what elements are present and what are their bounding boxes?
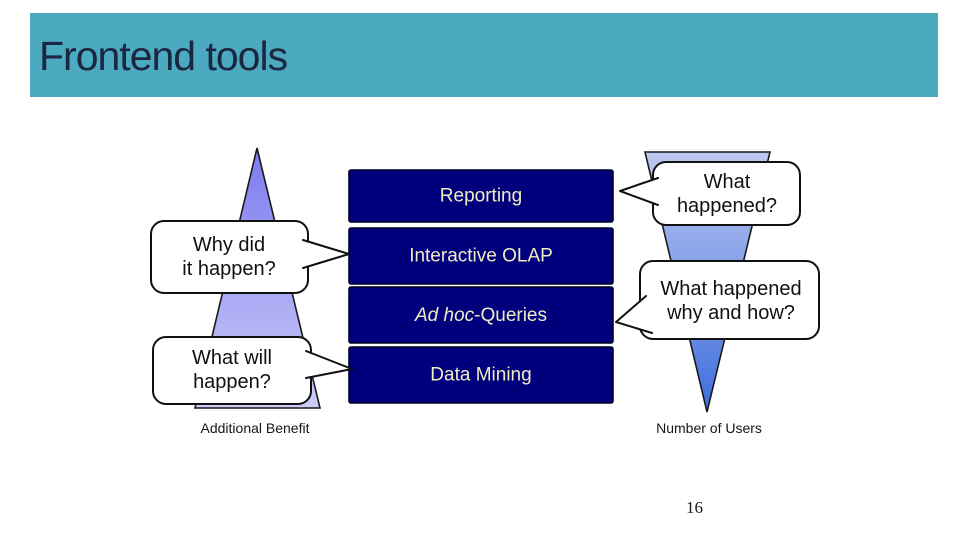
box-data-mining (348, 346, 614, 404)
box-reporting (348, 169, 614, 223)
callout-what-will-happen-line2: happen? (193, 371, 271, 393)
box-adhoc-queries-label: Ad hoc-Queries (414, 305, 547, 326)
slide-title: Frontend tools (39, 33, 288, 79)
callout-what-happened-line2: happened? (677, 195, 777, 217)
callout-what-happened: What happened? (619, 161, 801, 226)
box-adhoc-queries (348, 286, 614, 344)
box-adhoc-italic-part: Ad hoc (414, 305, 475, 326)
title-bar: Frontend tools (30, 13, 938, 97)
callout-what-happened-why-how-line2: why and how? (666, 302, 795, 324)
box-reporting-label: Reporting (440, 186, 522, 207)
callout-what-will-happen: What will happen? (152, 336, 353, 405)
axis-label-additional-benefit: Additional Benefit (201, 420, 310, 436)
callout-what-happened-why-how: What happened why and how? (615, 260, 820, 340)
callout-what-will-happen-line1: What will (192, 347, 272, 369)
callout-what-happened-line1: What (704, 171, 751, 193)
callout-why-did-it-happen-line2: it happen? (182, 258, 275, 280)
box-adhoc-rest-part: -Queries (474, 305, 547, 326)
axis-label-number-of-users: Number of Users (656, 420, 762, 436)
box-interactive-olap (348, 227, 614, 285)
box-interactive-olap-label: Interactive OLAP (409, 246, 553, 267)
callout-why-did-it-happen: Why did it happen? (150, 220, 350, 294)
callout-why-did-it-happen-line1: Why did (193, 234, 265, 256)
page-number: 16 (686, 498, 703, 517)
box-data-mining-label: Data Mining (430, 365, 531, 386)
callout-what-happened-why-how-line1: What happened (660, 278, 801, 300)
